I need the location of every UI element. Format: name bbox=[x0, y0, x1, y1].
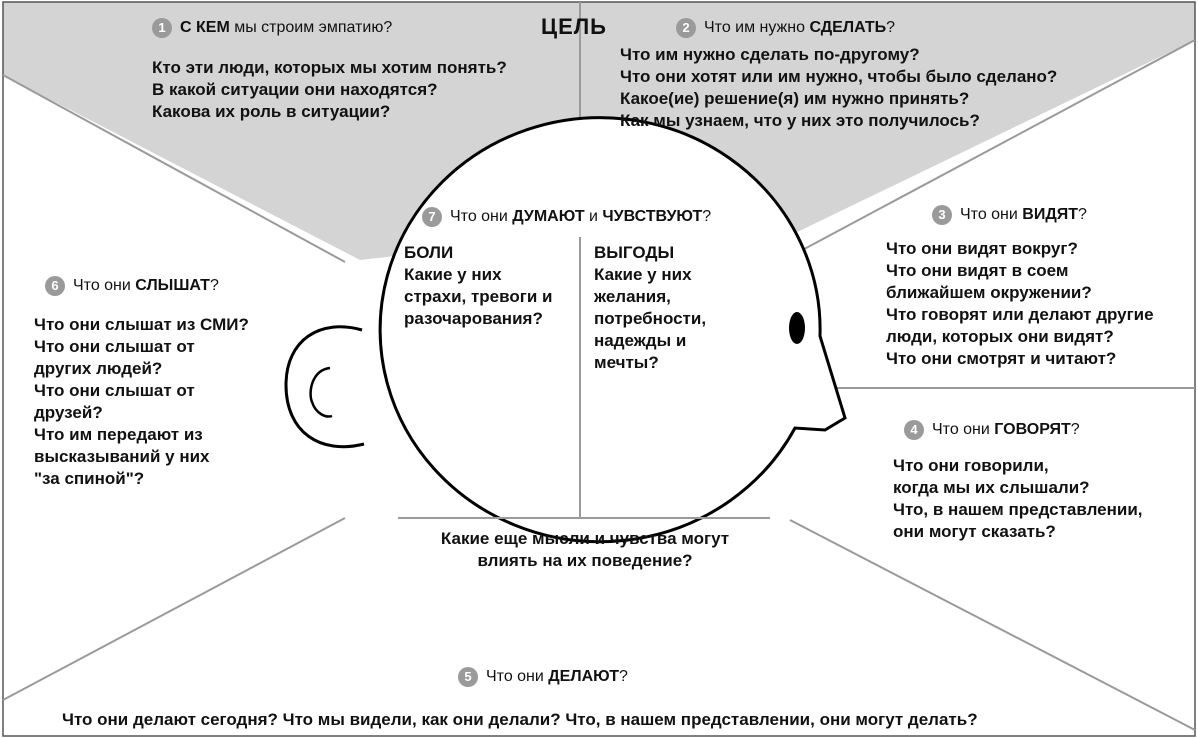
section-do-prefix: Что они bbox=[486, 668, 549, 685]
section-do-number-badge: 5 bbox=[458, 667, 478, 687]
section-see-emphasis: ВИДЯТ bbox=[1022, 206, 1079, 223]
section-hear-suffix: ? bbox=[209, 277, 219, 294]
ear-outline bbox=[284, 325, 365, 449]
section-see-questions: Что они видят вокруг? Что они видят в со… bbox=[886, 239, 1154, 368]
section-who-questions: Кто эти люди, которых мы хотим понять? В… bbox=[152, 58, 507, 121]
section-do-goal-questions: Что им нужно сделать по-другому? Что они… bbox=[620, 45, 1058, 130]
goal-label: ЦЕЛЬ bbox=[541, 14, 607, 39]
ear-inner bbox=[309, 366, 333, 418]
gains-title: ВЫГОДЫ bbox=[594, 243, 675, 262]
section-do-goal-heading: 2 Что им нужно СДЕЛАТЬ? bbox=[676, 18, 895, 38]
section-do-goal-prefix: Что им нужно bbox=[704, 19, 810, 36]
divider-bottom-left bbox=[2, 517, 346, 701]
pains-text: Какие у них страхи, тревоги и разочарова… bbox=[404, 265, 553, 328]
section-think-number-badge: 7 bbox=[422, 207, 442, 227]
section-think-suffix: ? bbox=[702, 208, 712, 225]
section-who-prefix: С bbox=[180, 19, 192, 36]
section-who-suffix: мы строим эмпатию? bbox=[229, 19, 393, 36]
eye-icon bbox=[789, 312, 805, 344]
section-who-emphasis: КЕМ bbox=[196, 19, 230, 36]
section-say-prefix: Что они bbox=[932, 421, 995, 438]
section-say-heading: 4 Что они ГОВОРЯТ? bbox=[904, 420, 1080, 440]
other-thoughts-text: Какие еще мысли и чувства могут влиять н… bbox=[440, 529, 730, 570]
section-hear-prefix: Что они bbox=[73, 277, 136, 294]
section-hear-questions: Что они слышат из СМИ? Что они слышат от… bbox=[34, 315, 249, 488]
section-see-heading: 3 Что они ВИДЯТ? bbox=[932, 205, 1087, 225]
section-do-emphasis: ДЕЛАЮТ bbox=[548, 668, 620, 685]
section-do-suffix: ? bbox=[619, 668, 628, 685]
section-think-heading: 7 Что они ДУМАЮТ и ЧУВСТВУЮТ? bbox=[422, 207, 711, 227]
section-think-prefix: Что они bbox=[450, 208, 513, 225]
section-see-number-badge: 3 bbox=[932, 205, 952, 225]
section-think-emphasis: ДУМАЮТ bbox=[512, 208, 585, 225]
section-say-emphasis: ГОВОРЯТ bbox=[994, 421, 1071, 438]
section-see-suffix: ? bbox=[1078, 206, 1087, 223]
section-say-number-badge: 4 bbox=[904, 420, 924, 440]
section-do-goal-emphasis: СДЕЛАТЬ bbox=[809, 19, 887, 36]
section-say-questions: Что они говорили, когда мы их слышали? Ч… bbox=[893, 456, 1143, 541]
section-think-emphasis2: ЧУВСТВУЮТ bbox=[602, 208, 703, 225]
pains-title: БОЛИ bbox=[404, 243, 454, 262]
section-think-middle: и bbox=[584, 208, 603, 225]
section-do-heading: 5 Что они ДЕЛАЮТ? bbox=[458, 667, 628, 687]
section-do-questions: Что они делают сегодня? Что мы видели, к… bbox=[62, 710, 978, 729]
section-do-goal-number-badge: 2 bbox=[676, 18, 696, 38]
section-do-goal-suffix: ? bbox=[886, 19, 896, 36]
section-hear-number-badge: 6 bbox=[45, 276, 65, 296]
divider-bottom-right bbox=[789, 519, 1196, 731]
section-see-prefix: Что они bbox=[960, 206, 1023, 223]
head-outline bbox=[378, 116, 847, 544]
divider-top-right bbox=[779, 39, 1196, 263]
divider-top-left bbox=[2, 74, 346, 263]
section-hear-heading: 6 Что они СЛЫШАТ? bbox=[45, 276, 219, 296]
section-say-suffix: ? bbox=[1070, 421, 1080, 438]
section-hear-emphasis: СЛЫШАТ bbox=[135, 277, 210, 294]
section-who-number-badge: 1 bbox=[152, 18, 172, 38]
gains-text: Какие у них желания, потребности, надежд… bbox=[594, 265, 707, 372]
